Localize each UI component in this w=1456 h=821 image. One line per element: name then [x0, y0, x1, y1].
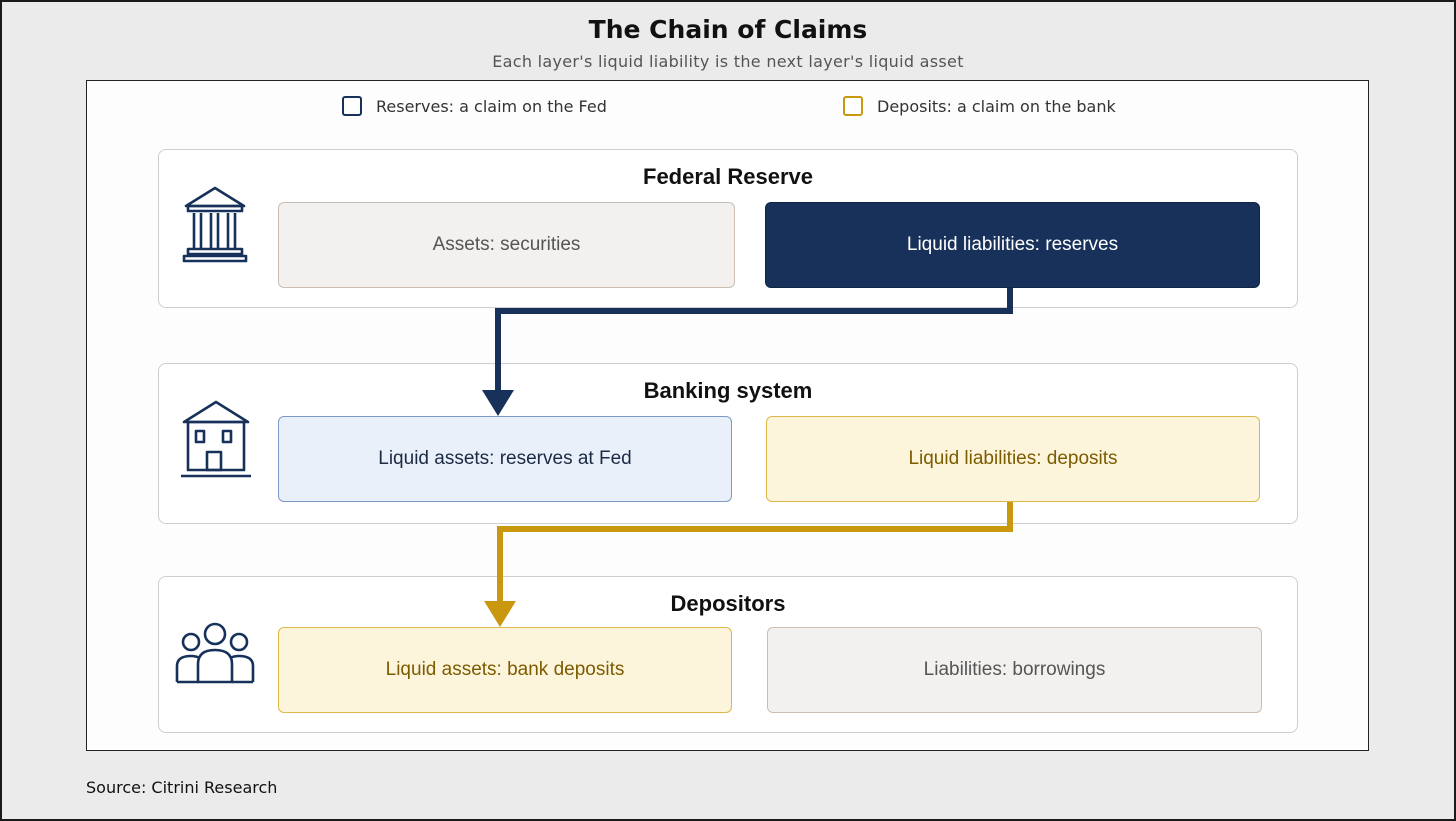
legend-item-deposits: Deposits: a claim on the bank [843, 93, 1116, 119]
depositors-assets-box: Liquid assets: bank deposits [278, 627, 732, 713]
layer-title-banking-system: Banking system [643, 378, 813, 403]
people-group-icon [175, 622, 255, 684]
layer-title-federal-reserve: Federal Reserve [643, 164, 813, 189]
government-building-icon [182, 186, 248, 263]
fed-liabilities-box: Liquid liabilities: reserves [765, 202, 1260, 288]
depositors-assets-label: Liquid assets: bank deposits [385, 659, 625, 680]
depositors-liabilities-label: Liabilities: borrowings [923, 659, 1106, 680]
fed-assets-box: Assets: securities [278, 202, 735, 288]
bank-building-icon [181, 400, 251, 478]
banks-assets-label: Liquid assets: reserves at Fed [378, 448, 632, 469]
banks-liabilities-box: Liquid liabilities: deposits [766, 416, 1260, 502]
diagram-subtitle: Each layer's liquid liability is the nex… [492, 52, 964, 71]
legend-label-deposits: Deposits: a claim on the bank [877, 96, 1116, 116]
legend-item-reserves: Reserves: a claim on the Fed [342, 93, 607, 119]
fed-assets-label: Assets: securities [432, 234, 581, 255]
diagram-title: The Chain of Claims [588, 15, 868, 44]
depositors-liabilities-box: Liabilities: borrowings [767, 627, 1262, 713]
fed-liabilities-label: Liquid liabilities: reserves [906, 234, 1119, 255]
source-note: Source: Citrini Research [86, 778, 278, 797]
legend-swatch-deposits [843, 96, 863, 116]
legend-label-reserves: Reserves: a claim on the Fed [376, 96, 607, 116]
legend-swatch-reserves [342, 96, 362, 116]
layer-title-depositors: Depositors [670, 591, 786, 616]
banks-liabilities-label: Liquid liabilities: deposits [908, 448, 1118, 469]
banks-assets-box: Liquid assets: reserves at Fed [278, 416, 732, 502]
